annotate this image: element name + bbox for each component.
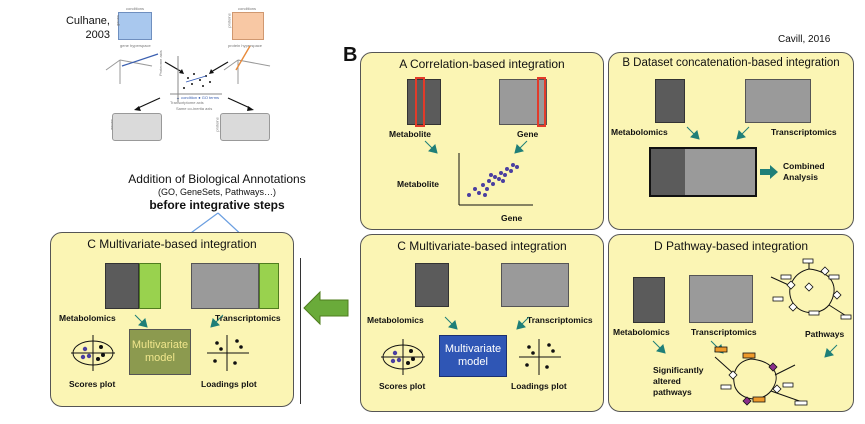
x-axis-label: Gene <box>501 213 523 223</box>
culhane-label: Transcriptome axis <box>170 100 204 105</box>
metabolomics-label: Metabolomics <box>367 315 424 325</box>
metabolomics-label: Metabolomics <box>611 127 668 137</box>
teal-arrow-icon <box>824 344 838 358</box>
metabolomics-block <box>655 79 685 123</box>
go-matrix-left <box>112 113 162 141</box>
teal-arrow-icon <box>652 340 666 354</box>
metabolite-highlight <box>415 77 425 127</box>
y-axis-label: Metabolite <box>397 179 440 189</box>
panel-b-title: B Dataset concatenation-based integratio… <box>622 57 840 69</box>
metabolomics-label: Metabolomics <box>59 313 116 323</box>
panel-b-concatenation: B Dataset concatenation-based integratio… <box>608 52 854 230</box>
cavill-citation: Cavill, 2016 <box>778 34 831 45</box>
annotation-line2: (GO, GeneSets, Pathways…) <box>157 187 277 197</box>
multivariate-model-box: Multivariate model <box>439 335 507 377</box>
big-left-arrow-icon <box>303 290 349 326</box>
scores-plot-icon <box>381 339 425 375</box>
transcriptomics-label: Transcriptomics <box>215 313 281 323</box>
scores-plot-icon <box>71 335 115 371</box>
teal-arrow-icon <box>134 314 148 328</box>
divider-line <box>300 258 301 404</box>
culhane-axes-graphic: Proteome axis <box>105 45 271 111</box>
pathways-label: Pathways <box>805 329 845 339</box>
metabolite-label: Metabolite <box>389 129 432 139</box>
metabolomics-label: Metabolomics <box>613 327 670 337</box>
altered-pathway-icon <box>714 346 808 406</box>
combined-transcriptomics-part <box>685 149 755 195</box>
teal-arrow-icon <box>424 140 438 154</box>
transcriptomics-annotation-block <box>259 263 279 309</box>
loadings-plot-label: Loadings plot <box>511 381 567 391</box>
culhane-label: conditions <box>126 6 145 11</box>
panel-a-title: A Correlation-based integration <box>399 57 565 71</box>
culhane-label: gene hyperspace <box>120 43 151 48</box>
teal-right-arrow-icon <box>760 165 778 179</box>
svg-text:Proteome axis: Proteome axis <box>158 50 163 76</box>
teal-arrow-icon <box>516 316 530 330</box>
culhane-label: Same co-inertia axis <box>176 106 213 111</box>
multivariate-model-box: Multivariate model <box>129 329 191 375</box>
culhane-label: protein hyperspace <box>228 43 263 48</box>
gene-matrix <box>118 12 152 40</box>
combined-metabolomics-part <box>651 149 685 195</box>
teal-arrow-icon <box>686 126 700 140</box>
scores-plot-label: Scores plot <box>69 379 116 389</box>
culhane-citation: Culhane, 2003 <box>65 15 110 41</box>
metabolomics-block <box>105 263 139 309</box>
transcriptomics-block <box>689 275 753 323</box>
loadings-plot-icon <box>207 335 249 371</box>
left-multivariate-panel: C Multivariate-based integration Metabol… <box>50 232 294 407</box>
metabolomics-block <box>415 263 449 307</box>
significant-pathways-label: Significantly altered pathways <box>653 365 704 397</box>
transcriptomics-block <box>745 79 811 123</box>
transcriptomics-label: Transcriptomics <box>771 127 837 137</box>
go-matrix-right <box>220 113 270 141</box>
annotation-line3: before integrative steps <box>149 198 285 212</box>
panel-c-title: C Multivariate-based integration <box>397 239 567 253</box>
culhane-label: ▲ condition ● GO terms <box>176 95 220 100</box>
protein-matrix <box>232 12 264 40</box>
correlation-scatter <box>458 153 533 206</box>
panel-c-multivariate: C Multivariate-based integration Metabol… <box>360 234 604 412</box>
gene-block <box>499 79 547 125</box>
metabolomics-block <box>633 277 665 323</box>
panel-letter-b: B <box>343 44 358 66</box>
panel-a-correlation: A Correlation-based integration Metaboli… <box>360 52 604 230</box>
transcriptomics-block <box>191 263 259 309</box>
gene-highlight <box>537 77 546 127</box>
panel-d-pathway: D Pathway-based integration Metabolomics… <box>608 234 854 412</box>
loadings-plot-icon <box>519 339 561 375</box>
scores-plot-label: Scores plot <box>379 381 426 391</box>
teal-arrow-icon <box>736 126 750 140</box>
teal-arrow-icon <box>210 314 224 328</box>
combined-analysis-label: Combined Analysis <box>783 161 825 182</box>
teal-arrow-icon <box>444 316 458 330</box>
panel-d-title: D Pathway-based integration <box>653 239 809 253</box>
combined-matrix <box>649 147 757 197</box>
annotation-line1: Addition of Biological Annotations <box>128 172 306 186</box>
left-panel-title: C Multivariate-based integration <box>87 237 257 251</box>
transcriptomics-block <box>501 263 569 307</box>
pathway-network-icon <box>770 258 852 320</box>
teal-arrow-icon <box>514 140 528 154</box>
transcriptomics-label: Transcriptomics <box>691 327 757 337</box>
gene-label: Gene <box>517 129 539 139</box>
culhane-label: conditions <box>238 6 257 11</box>
transcriptomics-label: Transcriptomics <box>527 315 593 325</box>
loadings-plot-label: Loadings plot <box>201 379 257 389</box>
metabolomics-annotation-block <box>139 263 161 309</box>
